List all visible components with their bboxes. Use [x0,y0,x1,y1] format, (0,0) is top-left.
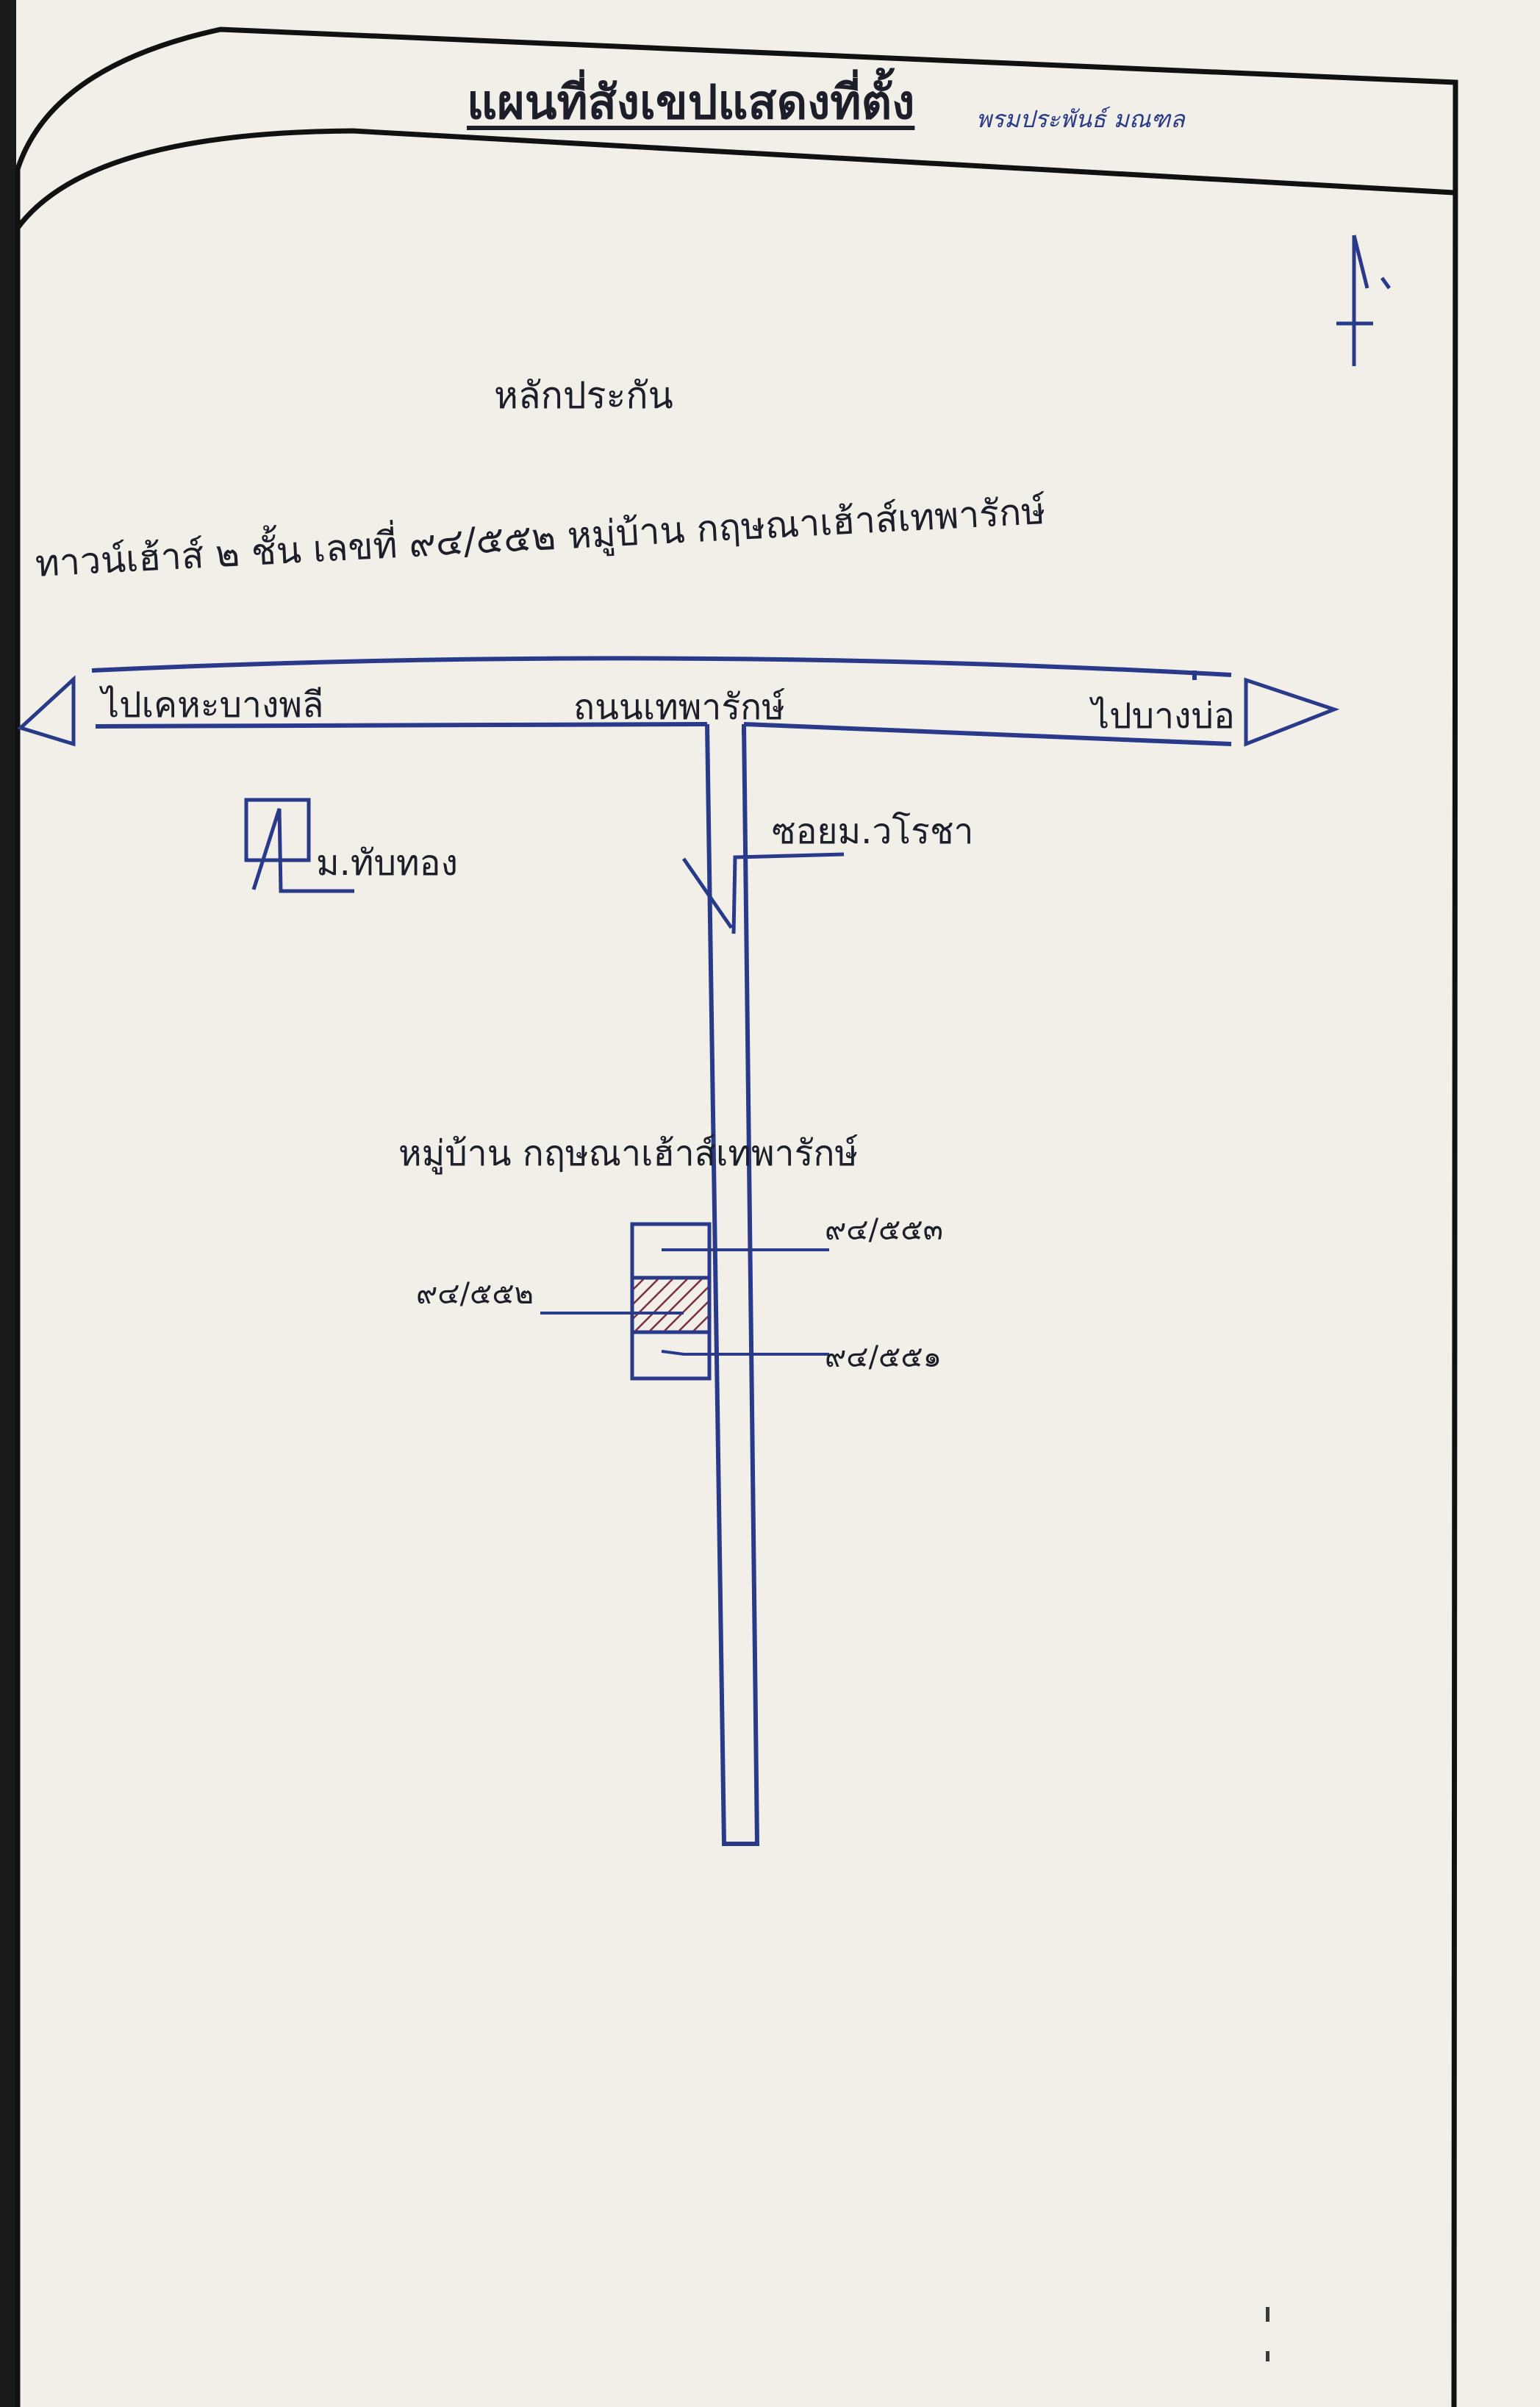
soi-lane [705,723,760,1846]
house-number-subject: ๙๔/๕๕๒ [416,1277,534,1311]
soi-label: ซอยม.วโรชา [772,811,974,852]
stray-marks [1266,2307,1269,2361]
subject-house-hatch [634,1279,708,1331]
page-border [15,26,1458,2407]
left-destination-label: ไปเคหะบางพลี [101,684,324,726]
north-arrow-icon [1336,235,1392,366]
soi-branch [681,852,845,934]
collateral-label: หลักประกัน [494,374,673,417]
map-title: แผนที่สังเขปแสดงที่ตั้ง [467,76,915,130]
house-number-lower: ๙๔/๕๕๑ [825,1340,942,1374]
binding-edge [0,0,16,2407]
leader-lines [540,1248,829,1356]
house-block [630,1222,712,1381]
right-destination-label: ไปบางบ่อ [1092,695,1235,737]
left-direction-arrow [17,675,76,747]
right-direction-arrow [1244,677,1340,747]
house-number-upper: ๙๔/๕๕๓ [825,1213,943,1247]
main-road [91,656,1232,746]
road-name-label: ถนนเทพารักษ์ [573,687,785,728]
village-label: หมู่บ้าน กฤษณาเฮ้าส์เทพารักษ์ [398,1133,859,1174]
handwritten-signature: พรมประพันธ์ มณฑล [976,105,1185,133]
landmark-label: ม.ทับทอง [316,843,458,884]
landmark-icon [244,798,354,893]
